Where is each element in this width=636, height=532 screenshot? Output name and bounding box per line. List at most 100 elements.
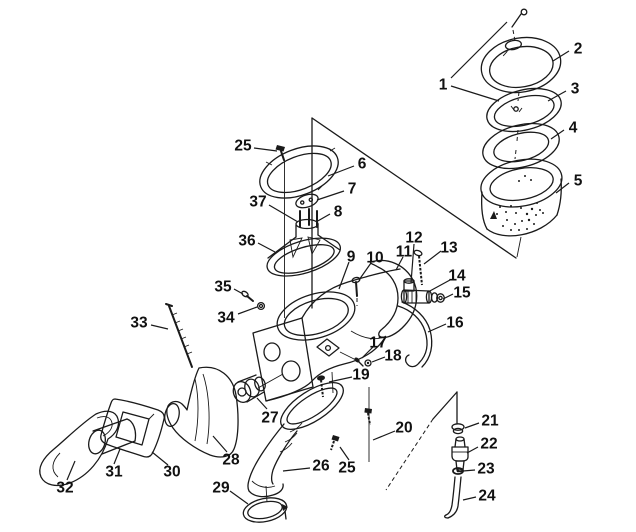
- leader-line-1: [450, 85, 500, 102]
- leader-line-2: [552, 50, 570, 62]
- filter-texture-dots: [496, 175, 544, 231]
- callout-29: 29: [212, 480, 230, 497]
- callout-11: 11: [396, 244, 413, 261]
- callout-35: 35: [214, 279, 232, 296]
- leader-line-16: [427, 323, 447, 333]
- callout-17: 17: [369, 335, 386, 352]
- part-33-rod: [165, 303, 193, 368]
- part-36-funnel: [266, 218, 341, 277]
- part-20-rod: [364, 387, 372, 462]
- part-35-screw: [241, 290, 254, 302]
- leader-line-24: [462, 496, 477, 501]
- callout-14: 14: [448, 268, 466, 285]
- callout-24: 24: [478, 488, 496, 505]
- leader-line-10: [358, 262, 372, 281]
- callout-33: 33: [130, 315, 148, 332]
- callout-20: 20: [395, 420, 412, 437]
- part-28-boot: [164, 366, 239, 458]
- callout-2: 2: [574, 41, 583, 58]
- leader-line-35: [233, 288, 244, 295]
- callout-32: 32: [56, 480, 73, 497]
- part-airbox-body: [252, 268, 401, 402]
- leader-line-36: [257, 242, 276, 253]
- part-30-seal: [100, 398, 165, 458]
- part-15-cap: [430, 292, 445, 303]
- callout-8: 8: [334, 204, 343, 221]
- part-13-screw: [413, 249, 423, 286]
- leader-line-11: [395, 256, 404, 271]
- leader-line-5: [555, 182, 570, 194]
- leader-line-20: [372, 430, 396, 441]
- callout-10: 10: [366, 250, 383, 267]
- leader-line-14: [427, 279, 451, 293]
- callout-13: 13: [440, 240, 458, 257]
- part-31-cylinder: [88, 418, 137, 455]
- leader-line-21: [464, 422, 480, 429]
- leader-line-33: [150, 324, 169, 330]
- leader-line-26: [282, 467, 311, 472]
- callout-37: 37: [249, 194, 266, 211]
- leader-line-37: [268, 204, 299, 223]
- callout-1: 1: [439, 77, 448, 94]
- leader-line-3: [547, 90, 567, 102]
- callout-18: 18: [384, 348, 402, 365]
- leader-line-8: [315, 213, 331, 223]
- part-17-screw: [354, 357, 364, 367]
- callout-21: 21: [481, 413, 499, 430]
- leader-line-32: [66, 460, 76, 481]
- part-5-filter-element: [480, 158, 563, 237]
- leader-line-34: [237, 306, 258, 315]
- callout-7: 7: [348, 181, 357, 198]
- part-11-pod: [369, 259, 418, 339]
- callout-30: 30: [163, 464, 180, 481]
- callout-16: 16: [446, 315, 464, 332]
- leader-line-28: [212, 435, 228, 453]
- leader-line-9: [338, 261, 350, 290]
- part-2-cover: [480, 36, 562, 94]
- callout-36: 36: [238, 233, 256, 250]
- leader-line-18: [371, 356, 386, 363]
- leader-line-13: [423, 250, 442, 265]
- leader-line-4: [550, 129, 565, 140]
- leader-line-6: [327, 165, 355, 177]
- leader-line-19: [328, 376, 353, 383]
- callout-4: 4: [569, 120, 578, 137]
- leader-line-25: [253, 147, 278, 152]
- callout-12: 12: [405, 230, 422, 247]
- leader-line-27: [256, 397, 268, 410]
- part-4-gasket: [482, 122, 560, 170]
- part-21-grommet: [451, 423, 465, 435]
- callout-5: 5: [574, 173, 583, 190]
- callout-25: 25: [338, 460, 356, 477]
- leader-line-12: [410, 243, 415, 284]
- callout-19: 19: [352, 367, 370, 384]
- leader-line-25: [339, 446, 350, 461]
- callout-25: 25: [234, 138, 252, 155]
- part-22-valve: [451, 436, 469, 473]
- part-34-washer: [256, 301, 266, 311]
- leader-line-31: [113, 448, 121, 465]
- callout-9: 9: [347, 249, 356, 266]
- callout-34: 34: [217, 310, 235, 327]
- callout-3: 3: [571, 81, 580, 98]
- leader-line-17: [361, 346, 374, 359]
- assembly-axis-lines: [284, 91, 522, 318]
- callout-27: 27: [261, 410, 278, 427]
- part-25-bolt-bottom: [330, 435, 340, 451]
- part-3-seal: [486, 87, 562, 133]
- callout-23: 23: [477, 461, 495, 478]
- drain-assembly-routing-lines: [385, 391, 458, 491]
- callout-26: 26: [312, 458, 330, 475]
- part-29-clamp-ring: [242, 497, 288, 523]
- leader-line-22: [466, 446, 479, 454]
- leader-line-7: [316, 190, 345, 201]
- leader-line-23: [462, 469, 476, 472]
- leader-line-15: [442, 293, 454, 300]
- leader-line-30: [151, 451, 169, 466]
- part-26-snorkel: [247, 382, 344, 503]
- part-24-tube: [444, 476, 462, 519]
- part-32-duct: [39, 410, 120, 487]
- part-1-screw: [511, 8, 528, 42]
